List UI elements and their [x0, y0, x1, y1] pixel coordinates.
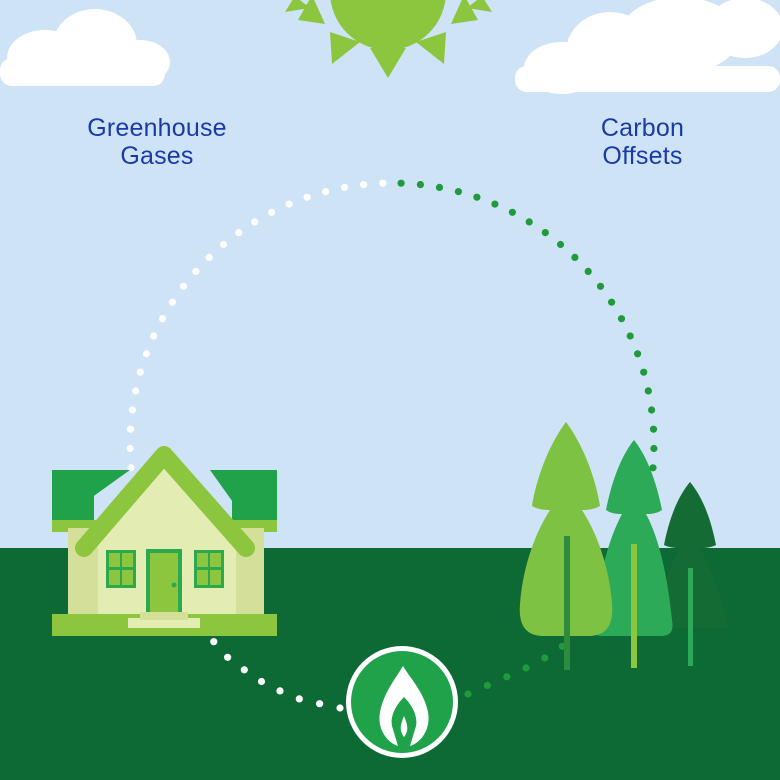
path-dot	[142, 350, 150, 358]
path-dot	[508, 208, 516, 216]
path-dot	[127, 464, 135, 472]
path-dot	[556, 240, 565, 249]
greenhouse-gases-line-2: Gases	[120, 142, 194, 170]
path-dot	[473, 193, 481, 201]
path-dot	[649, 464, 657, 472]
path-dot	[224, 653, 232, 661]
path-dot	[435, 183, 444, 191]
sun-icon	[285, 0, 492, 78]
path-dot	[168, 298, 176, 306]
path-dot	[541, 654, 549, 662]
path-dot	[617, 315, 626, 323]
path-dot	[205, 253, 213, 261]
path-dot	[571, 253, 579, 261]
path-dot	[126, 425, 135, 433]
path-dot	[525, 218, 533, 226]
path-dot	[491, 200, 499, 208]
path-dot	[132, 387, 140, 395]
path-dot	[644, 387, 652, 395]
carbon-offsets-label: Carbon Offsets	[540, 114, 745, 170]
path-dot	[416, 181, 424, 189]
path-dot	[397, 179, 405, 187]
path-dot	[596, 282, 605, 290]
path-dot	[626, 332, 634, 340]
path-dot	[649, 425, 658, 433]
path-dot	[251, 218, 259, 226]
path-dot	[268, 208, 276, 216]
path-dot	[128, 406, 136, 414]
path-dot	[503, 673, 511, 681]
path-dot	[634, 350, 642, 358]
path-dot	[608, 298, 616, 306]
path-dot	[303, 193, 311, 201]
path-dot	[464, 690, 472, 698]
path-dot	[158, 315, 167, 323]
path-dot	[126, 444, 134, 453]
cloud-icon	[515, 0, 780, 94]
path-dot	[257, 677, 266, 686]
path-dot	[650, 444, 658, 453]
path-dot	[235, 229, 243, 237]
path-dot	[340, 183, 349, 191]
house-icon	[52, 446, 277, 636]
path-dot	[240, 666, 248, 674]
path-dot	[316, 700, 324, 708]
path-dot	[584, 267, 592, 275]
greenhouse-gases-line-1: Greenhouse	[87, 114, 227, 142]
path-dot	[295, 695, 303, 703]
path-dot	[322, 188, 330, 196]
path-dot	[360, 181, 368, 189]
greenhouse-gases-label: Greenhouse Gases	[52, 114, 262, 170]
path-dot	[336, 704, 344, 712]
path-dot	[150, 332, 158, 340]
path-dot	[454, 188, 462, 196]
path-dot	[379, 179, 387, 187]
path-dot	[541, 229, 549, 237]
path-dot	[219, 240, 228, 249]
flame-icon	[346, 646, 458, 758]
path-dot	[648, 406, 656, 414]
path-dot	[179, 282, 188, 290]
carbon-offsets-line-2: Offsets	[602, 142, 683, 170]
path-dot	[522, 664, 530, 672]
cloud-icon	[0, 9, 170, 86]
path-dot	[483, 681, 491, 690]
pine-tree-icon	[519, 422, 728, 670]
path-dot	[276, 687, 284, 695]
path-dot	[192, 267, 200, 275]
path-dot	[136, 368, 144, 376]
path-dot	[640, 368, 648, 376]
path-dot	[285, 200, 293, 208]
path-dot	[210, 638, 218, 646]
carbon-offsets-line-1: Carbon	[600, 114, 685, 142]
